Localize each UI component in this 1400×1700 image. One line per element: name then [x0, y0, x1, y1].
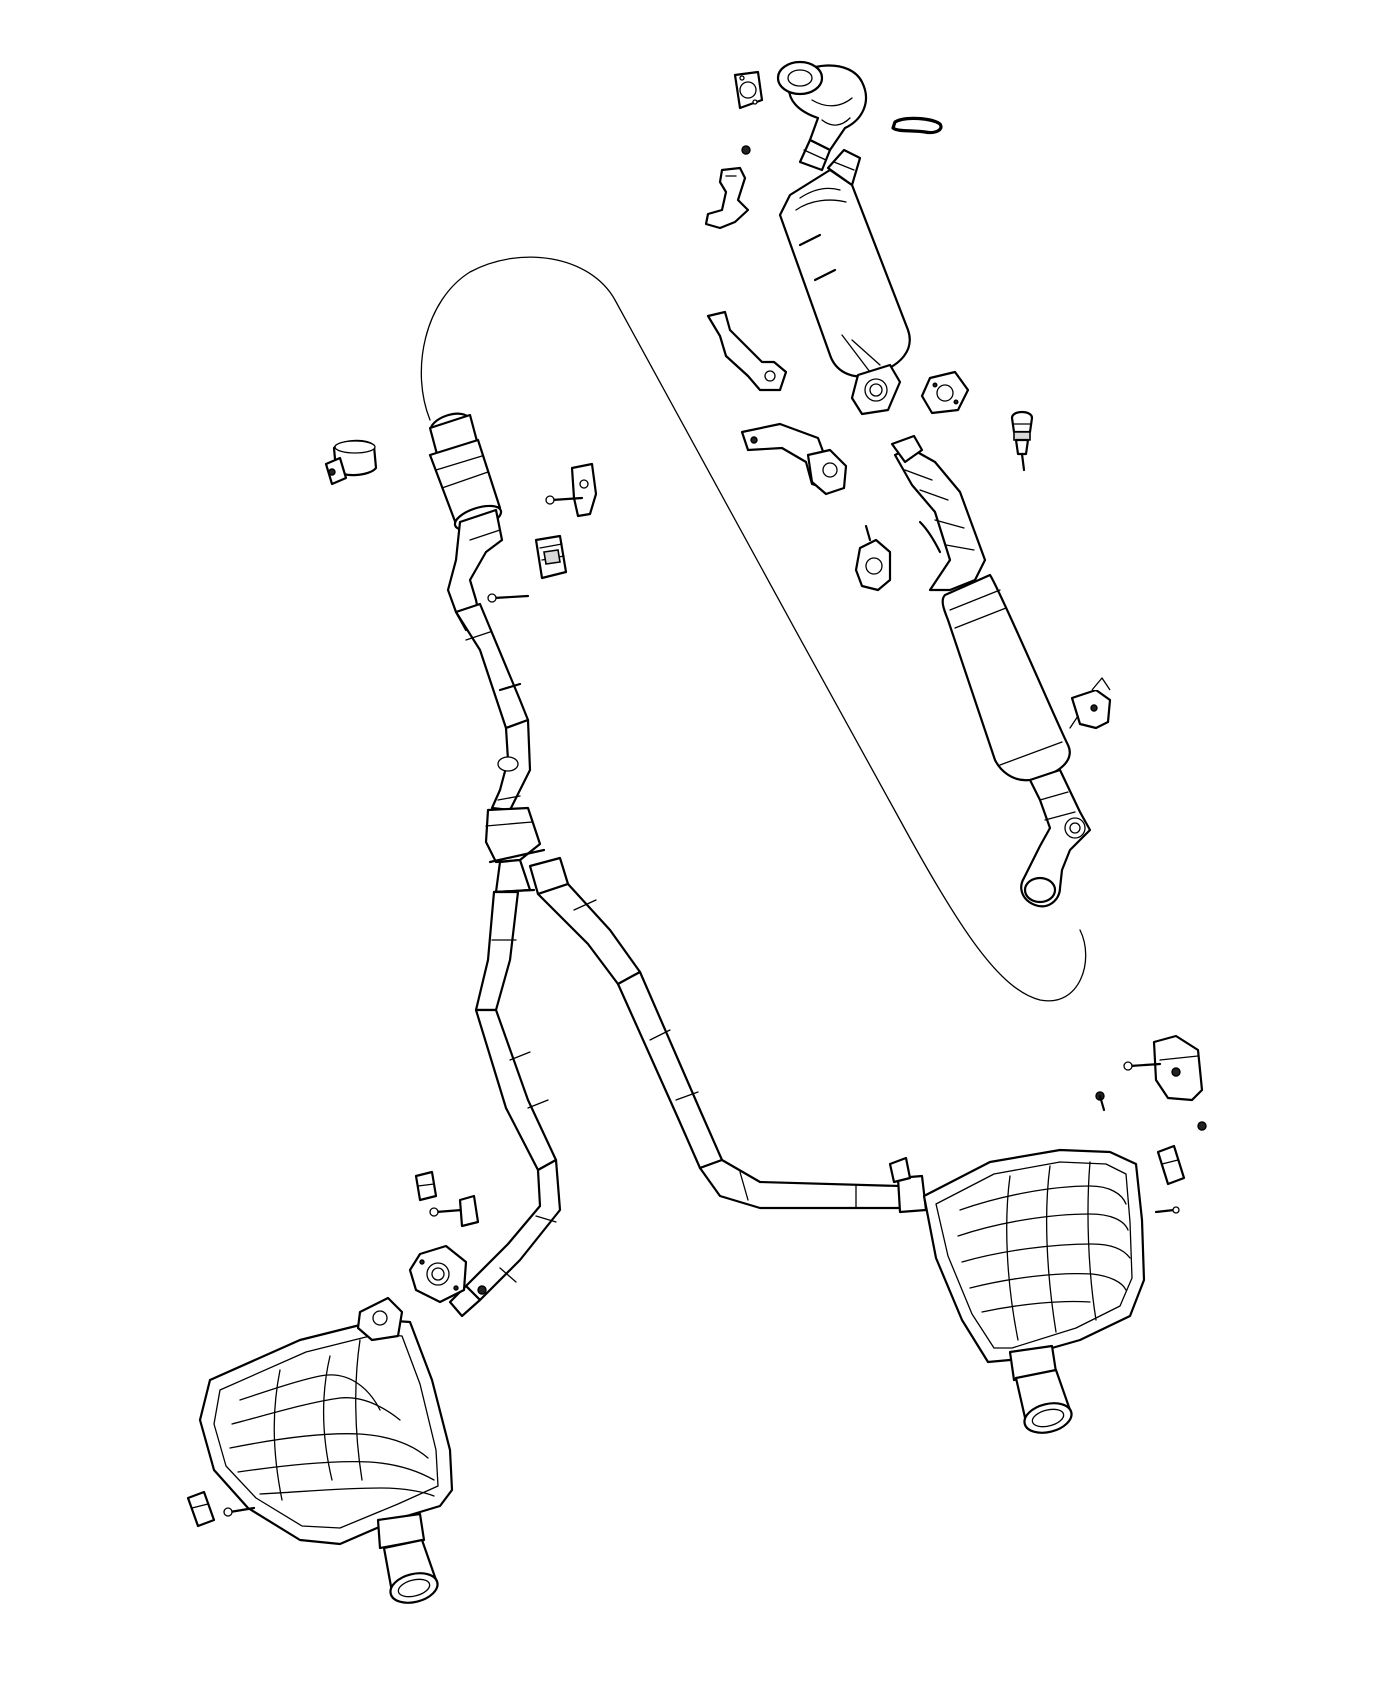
- rubber-isolator: [534, 534, 568, 580]
- mount-bracket: [740, 422, 848, 496]
- sensor-bracket: [1069, 677, 1112, 730]
- seal-ring: [891, 116, 943, 135]
- catalyst-outlet-flange: [850, 363, 902, 416]
- right-muffler-isolator: [1156, 1144, 1186, 1186]
- right-tailpipe: [536, 882, 928, 1214]
- flange-gasket-lower: [408, 1244, 468, 1304]
- left-muffler: [198, 1296, 454, 1604]
- support-bracket: [706, 310, 788, 392]
- assembly-grouping-line: [420, 256, 1087, 1002]
- flange-gasket-mid: [920, 370, 970, 415]
- particulate-filter-pipe: [890, 434, 1092, 908]
- left-muffler-hanger: [414, 1170, 487, 1295]
- left-muffler-isolator: [186, 1490, 256, 1528]
- right-muffler: [922, 1148, 1146, 1434]
- flange-gasket-upper: [733, 70, 764, 110]
- left-tailpipe: [448, 890, 562, 1318]
- catalytic-converter: [778, 148, 911, 378]
- band-clamp: [324, 439, 378, 486]
- heat-shield-bracket: [704, 166, 750, 230]
- small-nut-upper: [741, 145, 751, 155]
- front-pipe-resonator: [428, 412, 532, 821]
- turbo-outlet-pipe: [776, 60, 868, 172]
- right-muffler-hanger: [888, 1034, 1207, 1214]
- y-pipe: [484, 806, 570, 896]
- stud-bolt: [487, 593, 530, 603]
- oxygen-sensor: [1010, 410, 1034, 472]
- hanger-bracket-upper: [854, 520, 942, 592]
- hanger-bracket: [545, 462, 598, 518]
